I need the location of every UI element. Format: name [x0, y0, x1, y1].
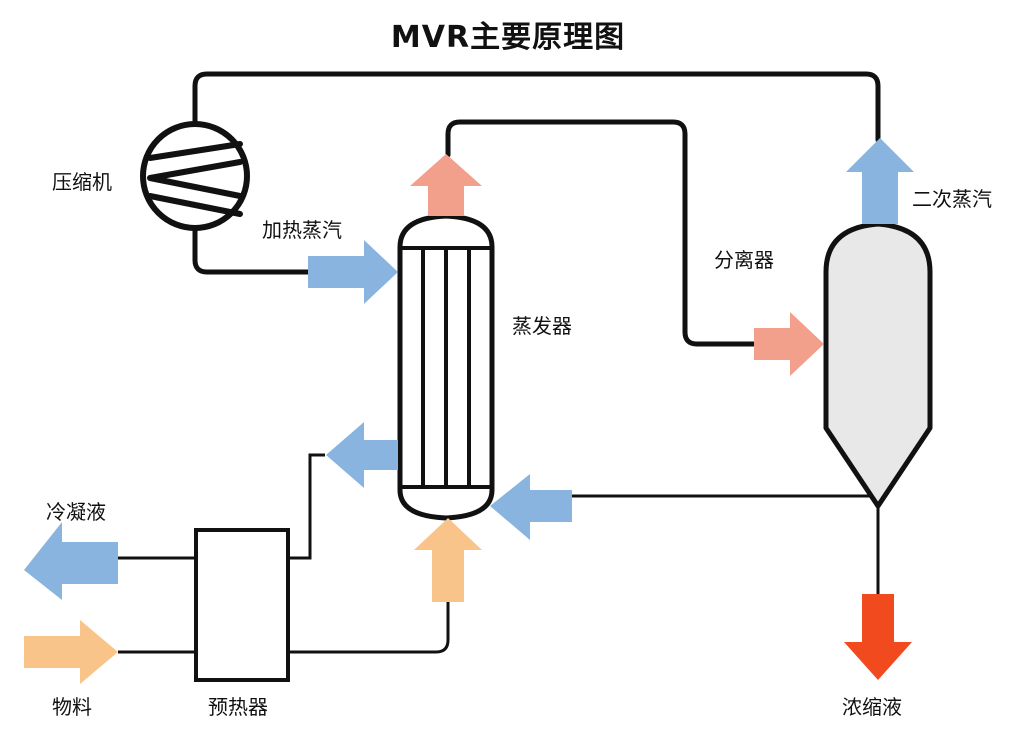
secondary-steam-label: 二次蒸汽 [912, 187, 992, 211]
evaporator-vapor-arrow [410, 154, 482, 216]
evaporator [397, 213, 495, 521]
pipe-evaporator-to-separator [445, 119, 758, 347]
pipe-compressor-to-evaporator [192, 223, 311, 275]
feed-up-arrow [414, 518, 482, 602]
separator [823, 221, 933, 509]
condensate-out-arrow [24, 522, 118, 600]
feed-in-arrow [24, 620, 118, 684]
pipe-feed-to-evaporator [288, 602, 450, 654]
condensate-label: 冷凝液 [46, 500, 106, 524]
preheater [194, 528, 290, 682]
vapor-to-separator-arrow [754, 312, 824, 376]
compressor [140, 121, 250, 231]
evaporator-condensate-arrow [326, 422, 398, 488]
evaporator-label: 蒸发器 [512, 314, 572, 338]
pipe-compressor-to-separator [192, 71, 881, 143]
preheater-label: 预热器 [208, 695, 268, 719]
feed-label: 物料 [52, 695, 92, 719]
heating-steam-arrow [308, 240, 398, 304]
concentrate-label: 浓缩液 [842, 695, 902, 719]
secondary-steam-arrow [846, 138, 914, 224]
pipe-condensate [288, 453, 325, 560]
separator-return-arrow [490, 474, 572, 540]
separator-label: 分离器 [714, 248, 774, 272]
compressor-label: 压缩机 [52, 170, 112, 194]
concentrate-arrow [844, 594, 912, 680]
diagram-title: MVR主要原理图 [390, 20, 626, 55]
heating-steam-label: 加热蒸汽 [262, 218, 342, 242]
